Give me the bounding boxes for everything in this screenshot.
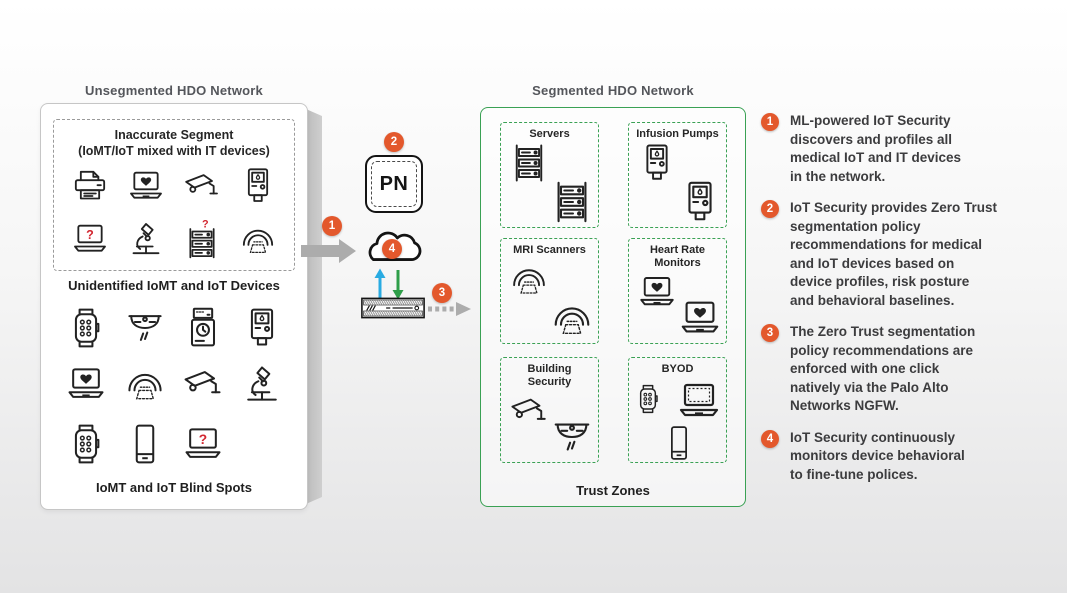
zone-label: MRI Scanners	[513, 244, 586, 256]
server-icon	[508, 142, 550, 184]
zone-icons	[629, 270, 726, 343]
server-icon	[549, 179, 595, 225]
mri-scanner-icon	[549, 295, 595, 341]
inaccurate-segment-title: Inaccurate Segment (IoMT/IoT mixed with …	[78, 128, 270, 158]
infusion-pump-icon	[240, 306, 284, 350]
card-reader-icon	[181, 306, 225, 350]
smartwatch-icon	[632, 383, 664, 415]
note-badge-2: 2	[761, 200, 779, 218]
camera-icon	[182, 166, 222, 206]
laptop-question-icon	[70, 219, 110, 259]
ngfw-appliance-icon	[361, 297, 425, 319]
laptop-question-icon	[181, 422, 225, 466]
zone-icons	[501, 389, 598, 462]
infusion-pump-icon	[636, 142, 678, 184]
zone-icons	[501, 141, 598, 227]
camera-icon	[181, 362, 225, 406]
smartwatch-icon	[64, 306, 108, 350]
note-text: ML-powered IoT Security discovers and pr…	[790, 113, 962, 184]
smoke-detector-icon	[123, 306, 167, 350]
annotation-item-2: 2 IoT Security provides Zero Trust segmen…	[761, 199, 1061, 310]
step-badge-3: 3	[432, 283, 452, 303]
annotation-item-4: 4 IoT Security continuously monitors devi…	[761, 429, 1061, 485]
microscope-icon	[240, 362, 284, 406]
infusion-pump-icon	[677, 179, 723, 225]
unsegmented-network-panel: Inaccurate Segment (IoMT/IoT mixed with …	[40, 103, 308, 510]
step-badge-4: 4	[382, 239, 402, 259]
unidentified-devices-label: Unidentified IoMT and IoT Devices	[68, 278, 280, 293]
zone-icons	[629, 141, 726, 227]
trust-zone-servers: Servers	[500, 122, 599, 228]
right-panel-title: Segmented HDO Network	[532, 83, 694, 98]
left-panel-title: Unsegmented HDO Network	[85, 83, 263, 98]
smartphone-icon	[123, 422, 167, 466]
smartphone-icon	[660, 424, 698, 462]
device-icon-row	[60, 213, 288, 267]
mri-scanner-icon	[123, 362, 167, 406]
laptop-heart-icon	[677, 295, 723, 341]
zone-label: Infusion Pumps	[636, 128, 719, 140]
pn-logo-box: PN	[365, 155, 423, 213]
annotation-list: 1 ML-powered IoT Security discovers and p…	[761, 112, 1061, 497]
laptop-icon	[675, 377, 723, 425]
note-text: IoT Security continuously monitors devic…	[790, 429, 965, 482]
zone-label: Servers	[529, 128, 570, 140]
trust-zone-building-security: Building Security	[500, 357, 599, 463]
zone-icons	[501, 257, 598, 343]
trust-zone-byod: BYOD	[628, 357, 727, 463]
download-arrow-icon	[392, 270, 404, 300]
note-text: The Zero Trust segmentation policy recom…	[790, 324, 976, 413]
zone-icons	[629, 376, 726, 462]
zone-label: BYOD	[661, 363, 694, 375]
note-text: IoT Security provides Zero Trust segment…	[790, 200, 998, 308]
trust-zones-label: Trust Zones	[576, 483, 650, 498]
note-badge-3: 3	[761, 324, 779, 342]
note-badge-4: 4	[761, 429, 779, 448]
zone-label: Heart Rate Monitors	[649, 244, 706, 269]
step-badge-1: 1	[322, 216, 342, 236]
server-question-icon	[182, 219, 222, 259]
pn-inner-dashed-border	[371, 161, 417, 207]
infusion-pump-icon	[238, 166, 278, 206]
inaccurate-segment-box: Inaccurate Segment (IoMT/IoT mixed with …	[53, 119, 295, 271]
printer-icon	[70, 166, 110, 206]
microscope-icon	[126, 219, 166, 259]
annotation-item-1: 1 ML-powered IoT Security discovers and p…	[761, 112, 1061, 186]
trust-zone-infusion-pumps: Infusion Pumps	[628, 122, 727, 228]
trust-zone-heart-rate-monitors: Heart Rate Monitors	[628, 238, 727, 344]
upload-arrow-icon	[374, 268, 386, 298]
smoke-detector-icon	[549, 414, 595, 460]
mri-scanner-icon	[238, 219, 278, 259]
zone-label: Building Security	[527, 363, 572, 388]
blind-spots-label: IoMT and IoT Blind Spots	[96, 480, 252, 495]
note-badge-1: 1	[761, 113, 779, 131]
pn-logo-text: PN	[379, 172, 409, 195]
mri-scanner-icon	[508, 258, 550, 300]
step-badge-2: 2	[384, 132, 404, 152]
dashed-arrow-icon	[428, 302, 471, 316]
laptop-heart-icon	[636, 271, 678, 313]
trust-zone-mri-scanners: MRI Scanners	[500, 238, 599, 344]
laptop-heart-icon	[64, 362, 108, 406]
annotation-item-3: 3 The Zero Trust segmentation policy reco…	[761, 323, 1061, 416]
device-icon-row	[60, 159, 288, 213]
device-icon-row	[57, 419, 291, 469]
device-icon-row	[57, 359, 291, 409]
smartwatch-icon	[64, 422, 108, 466]
flow-arrow-icon	[301, 239, 356, 263]
device-icon-row	[57, 303, 291, 353]
laptop-heart-icon	[126, 166, 166, 206]
camera-icon	[508, 390, 550, 432]
